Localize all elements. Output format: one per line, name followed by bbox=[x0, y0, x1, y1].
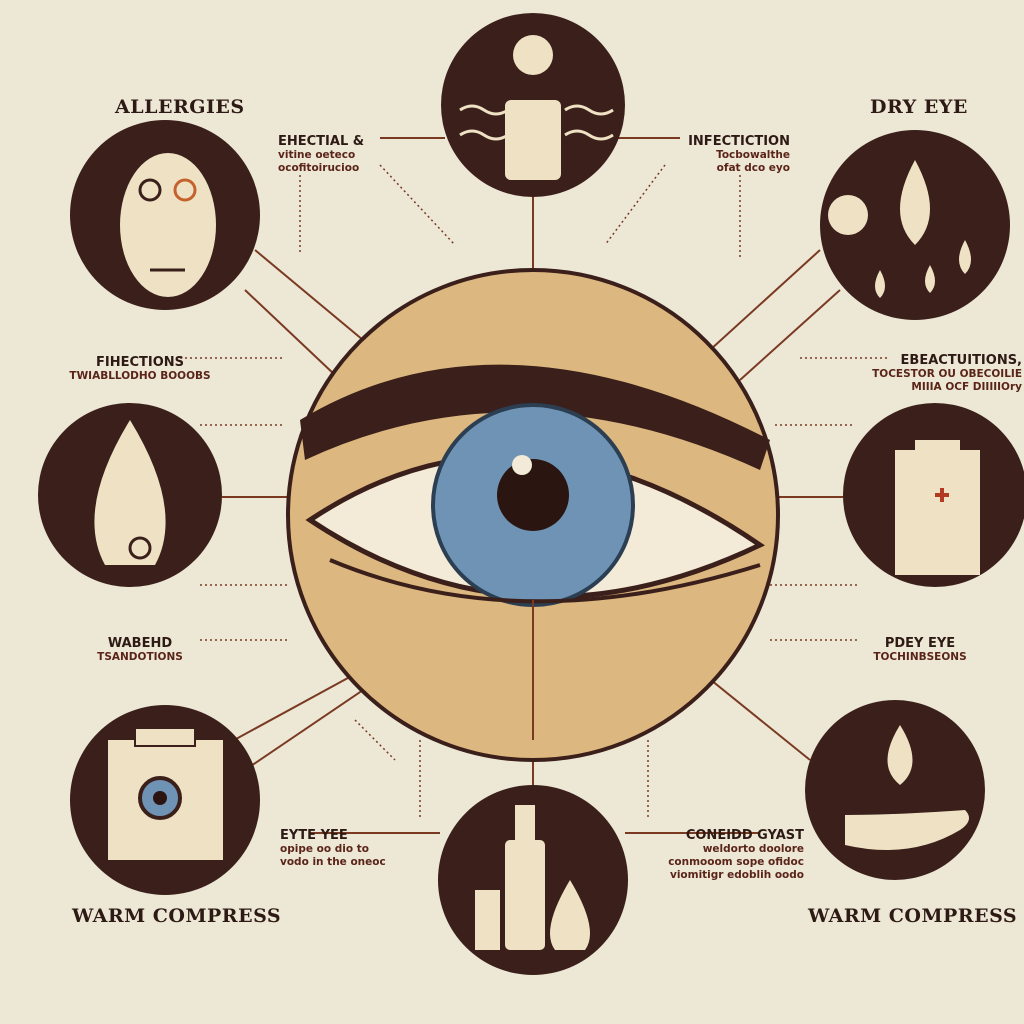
title-warm-compress-left: WARM COMPRESS bbox=[72, 905, 282, 927]
central-eye-illustration bbox=[286, 268, 780, 762]
book-waves-icon bbox=[441, 13, 625, 197]
water-drop-icon bbox=[38, 403, 222, 587]
prescription-icon bbox=[843, 403, 1024, 587]
tear-drops-icon bbox=[820, 130, 1010, 320]
hand-drop-icon bbox=[805, 700, 985, 880]
title-warm-compress-right: WARM COMPRESS bbox=[808, 905, 1018, 927]
title-dry-eye: DRY EYE bbox=[870, 96, 968, 118]
dotted-lines bbox=[180, 164, 890, 820]
icon-circles bbox=[38, 13, 1024, 975]
face-allergy-icon bbox=[70, 120, 260, 310]
title-allergies: ALLERGIES bbox=[115, 96, 245, 118]
eye-chart-clipboard-icon bbox=[70, 705, 260, 895]
eye-drop-bottles-icon bbox=[438, 785, 628, 975]
